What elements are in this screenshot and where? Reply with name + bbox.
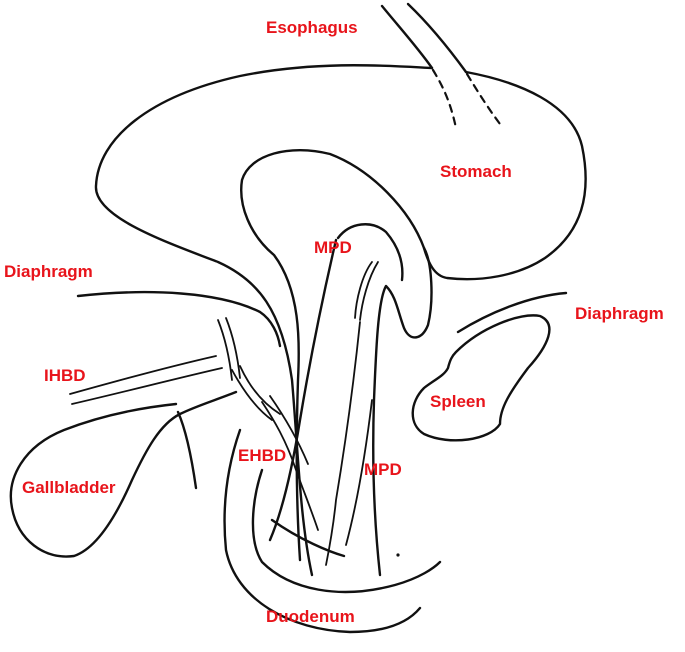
- diaphragm-left-line: [76, 290, 282, 348]
- ehbd-duct: [261, 395, 319, 531]
- duodenum-outline: [223, 238, 442, 634]
- ihbd-branches: [69, 317, 281, 421]
- esophagus-drawing: [380, 2, 502, 130]
- label-mpd-lower: MPD: [364, 460, 402, 479]
- stomach-outline: [94, 64, 587, 577]
- label-mpd-upper: MPD: [314, 238, 352, 257]
- label-diaphragm-right: Diaphragm: [575, 304, 664, 323]
- label-esophagus: Esophagus: [266, 18, 358, 37]
- mpd-lower-duct: [325, 321, 373, 566]
- label-stomach: Stomach: [440, 162, 512, 181]
- spleen-outline: [411, 314, 551, 442]
- label-spleen: Spleen: [430, 392, 486, 411]
- label-gallbladder: Gallbladder: [22, 478, 116, 497]
- gallbladder-outline: [9, 390, 238, 558]
- stomach-inner-outline: [240, 149, 433, 577]
- label-ehbd: EHBD: [238, 446, 287, 465]
- mpd-upper-duct: [354, 261, 379, 321]
- label-diaphragm-left: Diaphragm: [4, 262, 93, 281]
- diaphragm-right-line: [456, 291, 568, 334]
- label-ihbd: IHBD: [44, 366, 86, 385]
- gallbladder-neck: [176, 410, 198, 490]
- label-duodenum: Duodenum: [266, 607, 355, 626]
- pancreas-body-outline: [336, 223, 404, 282]
- speck-mark: [396, 553, 400, 557]
